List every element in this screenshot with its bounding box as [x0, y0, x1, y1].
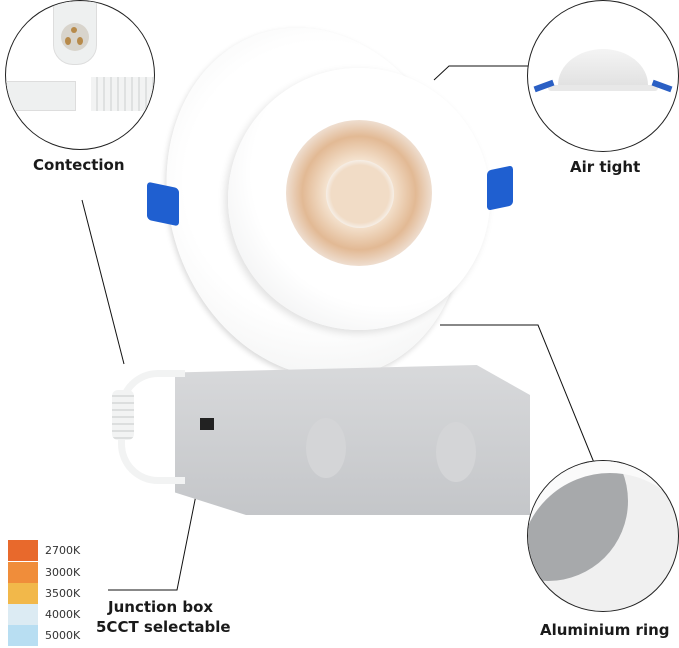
label-3000k: 3000K: [45, 566, 81, 579]
aluminium-ring-label: Aluminium ring: [540, 621, 670, 639]
swatch-3500k: [8, 583, 38, 604]
downlight-side-view: [558, 49, 648, 89]
swatch-5000k: [8, 625, 38, 646]
cable-connector: [112, 390, 134, 440]
junction-box: [175, 365, 530, 515]
swatch-4000k: [8, 604, 38, 625]
label-3500k: 3500K: [45, 587, 81, 600]
female-plug-icon: [91, 77, 154, 111]
led-lens: [326, 160, 394, 228]
cct-switch: [200, 418, 214, 430]
swatch-3000k: [8, 562, 38, 583]
air-tight-label: Air tight: [570, 158, 641, 176]
connection-label: Contection: [33, 156, 125, 174]
label-4000k: 4000K: [45, 608, 81, 621]
connection-detail-circle: [5, 0, 155, 150]
male-plug-icon: [6, 81, 76, 111]
junction-box-label-line1: Junction box: [108, 598, 214, 616]
label-2700k: 2700K: [45, 544, 81, 557]
label-5000k: 5000K: [45, 629, 81, 642]
junction-box-label-line2: 5CCT selectable: [96, 618, 231, 636]
spring-clip-right: [487, 165, 513, 211]
knockout-2: [436, 422, 476, 482]
aluminium-ring-detail-circle: [527, 460, 679, 612]
spring-clip-left: [147, 181, 179, 227]
connector-pins-icon: [61, 23, 89, 51]
air-tight-detail-circle: [527, 0, 679, 152]
knockout-1: [306, 418, 346, 478]
swatch-2700k: [8, 540, 38, 561]
